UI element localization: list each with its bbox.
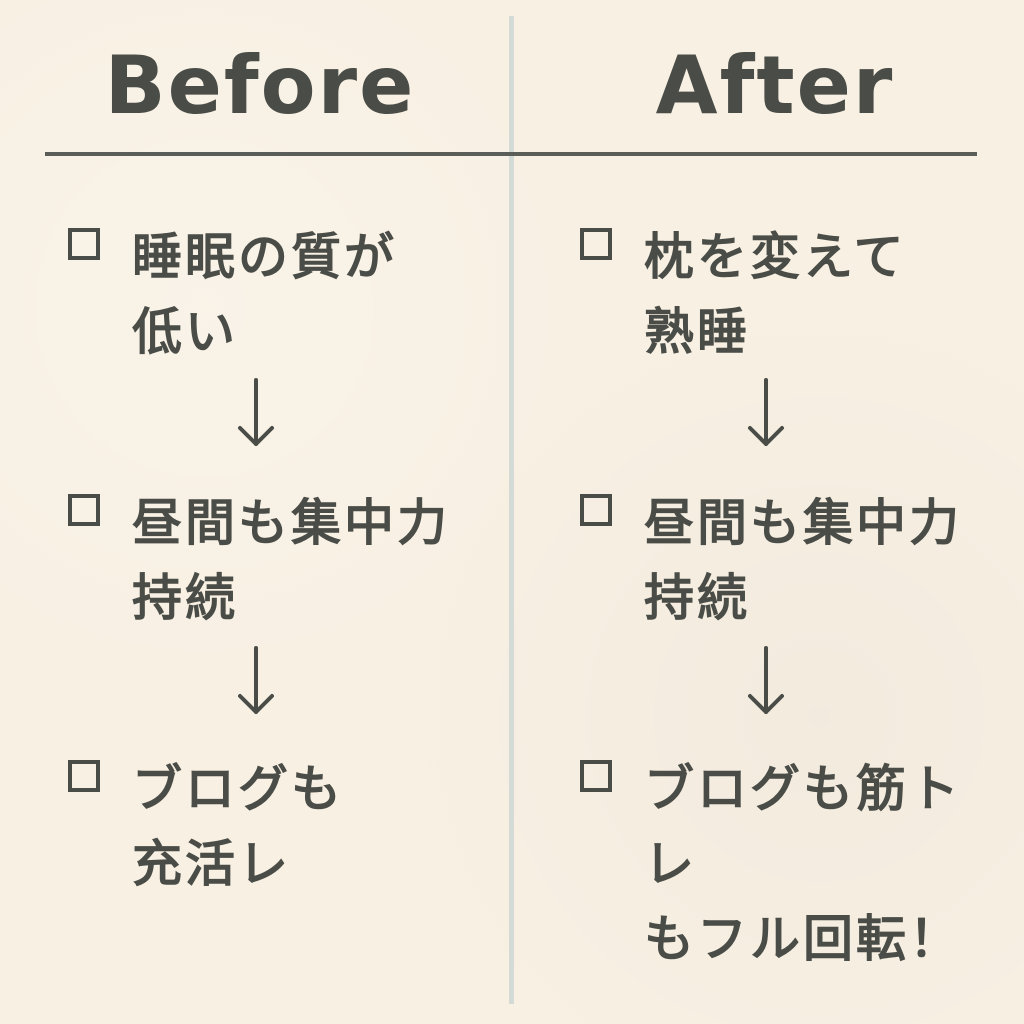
checkbox-icon: [68, 760, 100, 792]
before-item-3-text: ブログも 充活レ: [132, 760, 344, 893]
before-item-2-text: 昼間も集中力 持続: [132, 494, 450, 627]
before-heading: Before: [104, 39, 416, 132]
checkbox-icon: [68, 494, 100, 526]
checkbox-icon: [580, 228, 612, 260]
checkbox-icon: [580, 760, 612, 792]
down-arrow-icon: [748, 378, 784, 446]
after-item-2-text: 昼間も集中力 持続: [644, 494, 962, 627]
checkbox-icon: [580, 494, 612, 526]
after-item-1-text: 枕を変えて 熟睡: [644, 228, 907, 361]
down-arrow-icon: [238, 646, 274, 714]
header-rule: [45, 152, 977, 156]
after-heading: After: [655, 39, 895, 132]
down-arrow-icon: [238, 378, 274, 446]
before-item-1-text: 睡眠の質が 低い: [132, 228, 397, 361]
checkbox-icon: [68, 228, 100, 260]
after-item-3-text: ブログも筋トレ もフル回転！: [644, 760, 962, 968]
column-divider: [509, 16, 514, 1004]
down-arrow-icon: [748, 646, 784, 714]
